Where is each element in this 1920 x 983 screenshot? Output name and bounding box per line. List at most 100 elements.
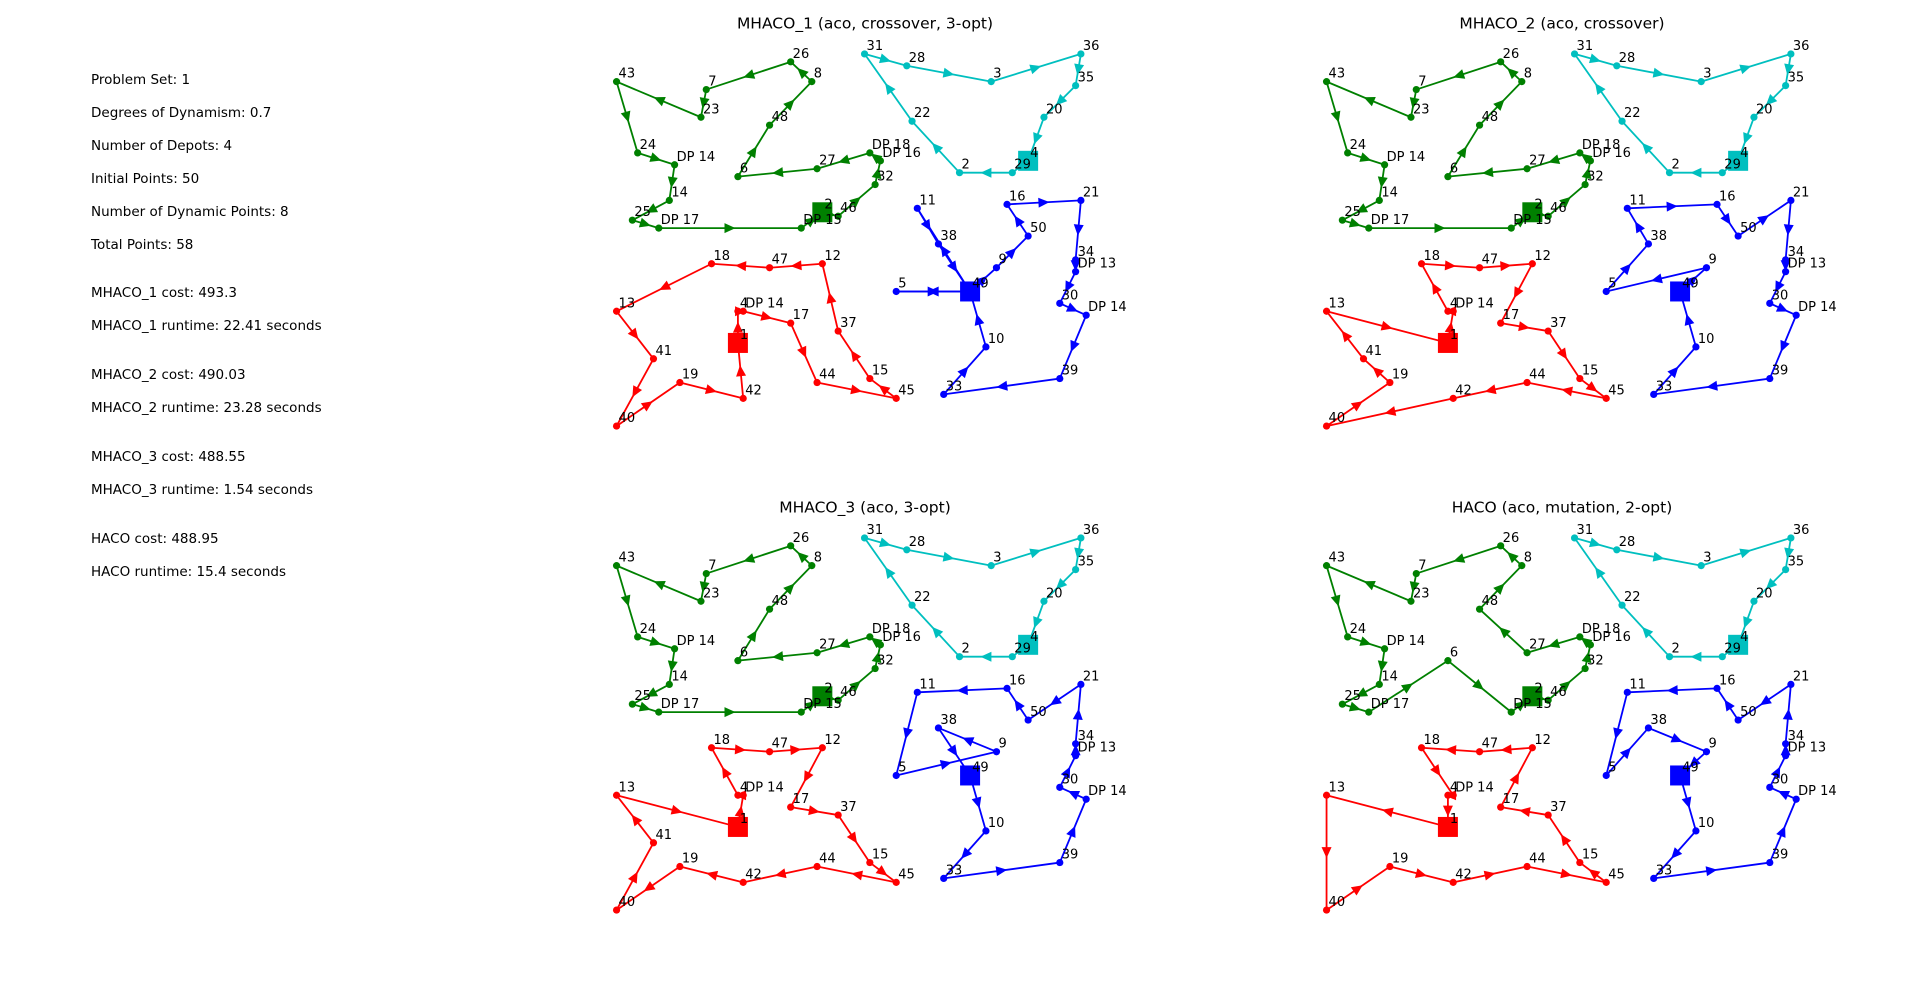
route-arrow [1595, 83, 1606, 95]
node-label: DP 15 [1513, 213, 1552, 228]
node-label: 11 [1629, 677, 1646, 692]
node-label: DP 14 [1088, 784, 1127, 799]
node-label: 27 [1529, 154, 1546, 169]
route-arrow [1065, 302, 1078, 312]
node-marker [1702, 748, 1711, 756]
route-arrow [980, 651, 992, 662]
node-label: 8 [1524, 551, 1532, 566]
depot-marker [727, 332, 748, 353]
route-arrow [653, 96, 666, 107]
route-arrow [1442, 805, 1453, 817]
route-arrow [1472, 679, 1484, 690]
node-marker [628, 700, 636, 708]
node-label: 8 [1524, 67, 1532, 82]
node-marker [813, 378, 821, 387]
plot-title: MHACO_1 (aco, crossover, 3-opt) [737, 15, 993, 34]
node-label: 38 [1650, 713, 1667, 728]
node-label: 16 [1009, 673, 1026, 688]
node-label: 2 [1672, 642, 1680, 657]
node-marker [1782, 565, 1790, 574]
node-label: 2 [824, 681, 832, 696]
node-marker [992, 748, 1001, 756]
node-marker [1003, 684, 1011, 692]
node-marker [1386, 378, 1394, 387]
node-marker [892, 771, 900, 780]
node-marker [1417, 260, 1426, 268]
node-marker [866, 858, 874, 867]
node-marker [1322, 78, 1331, 86]
node-label: DP 15 [803, 213, 842, 228]
node-marker [1412, 85, 1420, 94]
route-arrow [1759, 695, 1772, 706]
node-marker [876, 641, 884, 649]
node-label: 12 [1534, 249, 1551, 264]
route-arrow [1689, 756, 1701, 768]
route-arrow [870, 153, 883, 165]
route-arrow [746, 146, 757, 159]
node-marker [834, 327, 842, 335]
node-marker [1692, 827, 1700, 835]
route-arrow [1483, 870, 1496, 881]
node-label: 27 [1529, 638, 1546, 653]
info-panel: Problem Set: 1 Degrees of Dynamism: 0.7 … [0, 0, 400, 983]
route-arrow [1780, 339, 1790, 352]
node-marker [860, 534, 869, 542]
node-label: 23 [703, 586, 720, 601]
node-marker [1344, 633, 1352, 641]
node-marker [734, 791, 742, 799]
node-marker [1576, 858, 1584, 867]
node-label: 12 [824, 733, 841, 748]
node-marker [1077, 50, 1085, 58]
node-marker [655, 224, 663, 232]
node-marker [1792, 311, 1800, 319]
node-label: DP 14 [1798, 300, 1837, 315]
node-label: 49 [972, 276, 989, 291]
node-marker [1644, 240, 1653, 248]
route-arrow [638, 701, 651, 712]
node-label: 4 [1030, 630, 1038, 645]
node-marker [665, 196, 673, 205]
node-label: 15 [1582, 364, 1599, 379]
node-marker [1713, 200, 1721, 208]
node-label: DP 18 [1582, 138, 1621, 153]
node-label: 16 [1009, 189, 1026, 204]
node-label: 37 [840, 800, 857, 815]
node-label: 6 [1450, 646, 1458, 661]
route-arrow [646, 203, 659, 213]
node-marker [1444, 307, 1452, 315]
route-arrow [957, 366, 969, 379]
node-label: 34 [1078, 245, 1095, 260]
node-marker [1449, 878, 1457, 886]
node-marker [992, 264, 1001, 272]
node-marker [1412, 569, 1420, 578]
node-marker [739, 791, 747, 799]
node-label: 17 [1503, 308, 1520, 323]
node-marker [734, 173, 742, 181]
node-marker [612, 78, 621, 86]
route-arrow [704, 384, 717, 394]
node-label: 15 [872, 364, 889, 379]
route-arrow [1652, 551, 1665, 562]
node-label: 22 [1624, 106, 1641, 121]
node-marker [1344, 149, 1352, 157]
node-label: 6 [1450, 162, 1458, 177]
route-arrow [1430, 764, 1441, 777]
node-label: 48 [1482, 594, 1499, 609]
node-marker [1787, 680, 1795, 689]
node-marker [813, 862, 821, 871]
node-marker [866, 149, 874, 157]
node-marker [1322, 307, 1331, 315]
plot-title: HACO (aco, mutation, 2-opt) [1452, 499, 1673, 517]
node-label: 38 [1650, 229, 1667, 244]
route-arrow [1650, 273, 1663, 284]
node-marker [913, 688, 921, 696]
node-label: 22 [1624, 590, 1641, 605]
node-label: 29 [1014, 642, 1031, 657]
route-arrow [903, 727, 913, 740]
node-marker [1072, 268, 1080, 276]
node-marker [866, 374, 874, 383]
node-marker [1497, 58, 1505, 66]
route-arrow [670, 804, 683, 815]
node-label: 36 [1083, 39, 1100, 54]
route-cyan [1573, 53, 1795, 178]
